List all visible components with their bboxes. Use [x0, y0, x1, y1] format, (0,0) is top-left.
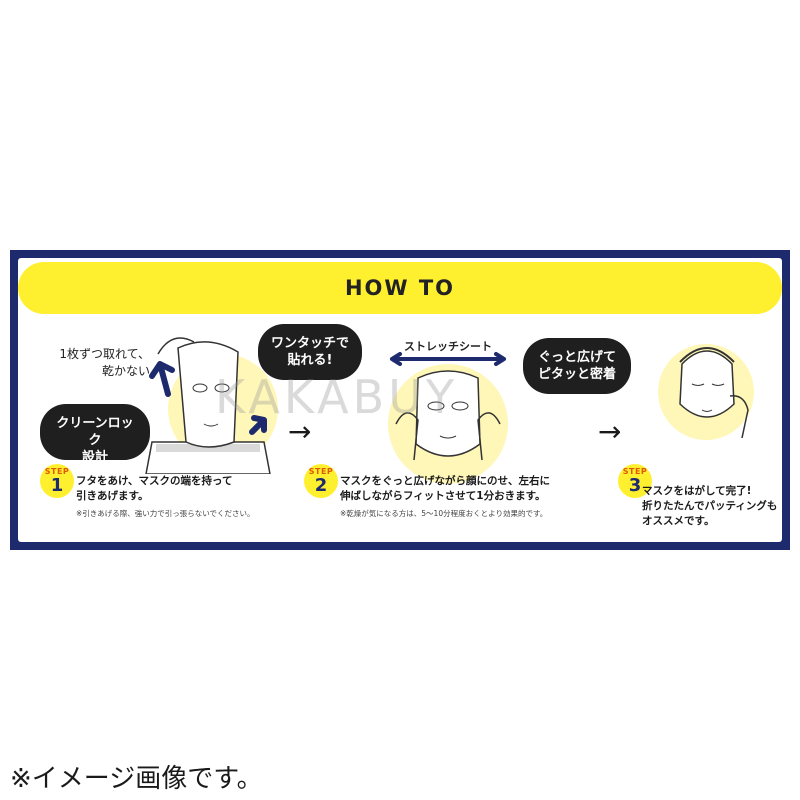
bubble-line: 貼れる! — [287, 353, 333, 368]
hair-outline — [679, 347, 735, 363]
step-1-callout: 1枚ずつ取れて、 乾かない — [38, 346, 150, 380]
mask-eye-hole — [214, 383, 230, 393]
mask-package-illustration — [145, 337, 271, 474]
instruction-line: オススメです。 — [642, 515, 715, 527]
instruction-line: マスクをはがして完了! — [642, 485, 752, 497]
mouth — [701, 409, 713, 412]
one-touch-bubble: ワンタッチで 貼れる! — [258, 324, 362, 380]
page-title: HOW TO — [344, 276, 456, 300]
step-label: STEP — [308, 467, 334, 476]
arrow-right-icon: → — [598, 415, 622, 448]
step-badge: STEP 3 — [618, 464, 652, 498]
step-3-instructions: マスクをはがして完了! 折りたたんでパッティングも オススメです。 — [642, 484, 782, 529]
arrow-right-icon: → — [288, 415, 312, 448]
mask-eye-hole — [192, 383, 208, 393]
stretch-arrow-icon — [390, 352, 506, 366]
mask-eye-hole — [427, 401, 445, 411]
instruction-line: フタをあけ、マスクの端を持って — [76, 475, 233, 487]
mask-mouth-hole — [439, 435, 457, 439]
step-badge: STEP 2 — [304, 464, 338, 498]
instruction-line: 伸ばしながらフィットさせて1分おきます。 — [340, 490, 546, 502]
watermark: KAKABUY — [215, 370, 458, 424]
callout-line: 乾かない — [101, 364, 150, 378]
clean-lock-bubble: クリーンロック 設計 — [40, 404, 150, 465]
step-2-note: ※乾燥が気になる方は、5〜10分程度おくとより効果的です。 — [340, 509, 548, 518]
instruction-line: マスクをぐっと広げながら顔にのせ、左右に — [340, 475, 550, 487]
face-mask-illustration — [395, 370, 501, 461]
instruction-line: 折りたたんでパッティングも — [642, 500, 778, 512]
how-to-panel-inner: HOW TO 1枚ずつ取れて、 乾かない クリーンロック 設計 — [18, 258, 782, 542]
face-outline — [679, 350, 735, 418]
step-badge: STEP 1 — [40, 464, 74, 498]
lift-arrow-icon — [149, 361, 175, 397]
step-3: STEP 3 マスクをはがして完了! 折りたたんでパッティングも オススメです。 — [618, 324, 782, 534]
bubble-line: ピタッと密着 — [537, 367, 616, 382]
stretch-sheet-label: ストレッチシート — [404, 340, 492, 353]
step-1: 1枚ずつ取れて、 乾かない クリーンロック 設計 STEP — [18, 324, 278, 534]
right-hand-outline — [477, 412, 501, 461]
how-to-panel: HOW TO 1枚ずつ取れて、 乾かない クリーンロック 設計 — [10, 250, 790, 550]
step-label: STEP — [44, 467, 70, 476]
step-number: 1 — [50, 475, 64, 496]
step-1-instructions: フタをあけ、マスクの端を持って 引きあげます。 — [76, 474, 276, 504]
hand-outline — [157, 337, 195, 355]
closed-eye — [711, 383, 725, 386]
bubble-line: ワンタッチで — [270, 336, 349, 351]
closed-eye — [691, 383, 705, 386]
callout-line: 1枚ずつ取れて、 — [59, 347, 150, 361]
step-number: 2 — [314, 475, 328, 496]
instruction-line: 引きあげます。 — [76, 490, 149, 502]
face-illustration — [679, 347, 749, 439]
face-mask-sheet — [177, 341, 239, 448]
left-hand-outline — [395, 412, 419, 461]
mask-eye-hole — [451, 401, 469, 411]
step-2: ワンタッチで 貼れる! ストレッチシート ぐっと広げて ピタッと密着 STEP — [258, 324, 631, 534]
bubble-line: 設計 — [81, 450, 108, 465]
step-number: 3 — [628, 475, 642, 496]
step-label: STEP — [622, 467, 648, 476]
hand-outline — [729, 395, 749, 439]
header-bar: HOW TO — [18, 262, 782, 314]
bubble-line: クリーンロック — [56, 416, 134, 448]
package-lid — [156, 444, 260, 452]
bubble-line: ぐっと広げて — [537, 350, 616, 365]
lift-arrow-icon — [249, 415, 267, 435]
fit-bubble: ぐっと広げて ピタッと密着 — [523, 338, 631, 394]
step-2-instructions: マスクをぐっと広げながら顔にのせ、左右に 伸ばしながらフィットさせて1分おきます… — [340, 474, 590, 504]
step-1-note: ※引きあげる際、強い力で引っ張らないでください。 — [76, 509, 255, 518]
image-caption: ※イメージ画像です。 — [10, 764, 263, 794]
mask-mouth-hole — [203, 423, 219, 427]
